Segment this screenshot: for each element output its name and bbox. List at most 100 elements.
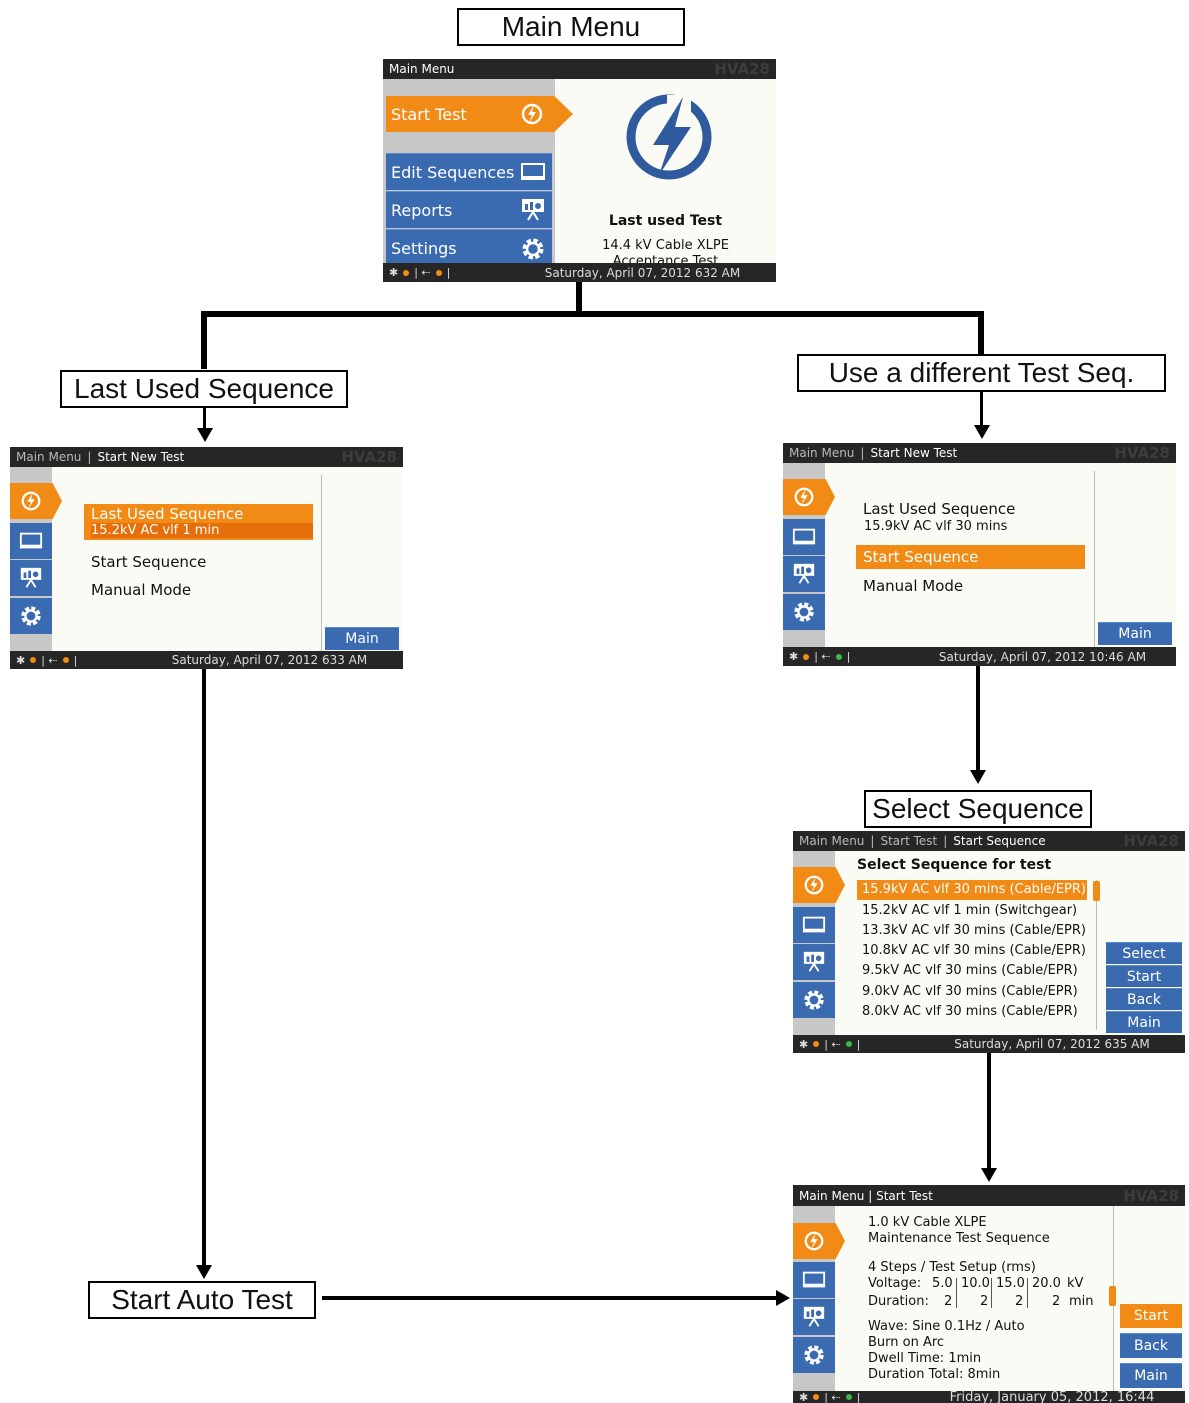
option-start-sequence[interactable]: Start Sequence bbox=[91, 553, 207, 571]
menu-settings[interactable]: Settings bbox=[386, 229, 552, 266]
select-button[interactable]: Select bbox=[1106, 942, 1182, 964]
back-button[interactable]: Back bbox=[1106, 988, 1182, 1010]
sequence-item[interactable]: 9.0kV AC vlf 30 mins (Cable/EPR) bbox=[862, 984, 1078, 999]
last-used-lightning-icon bbox=[623, 91, 715, 183]
gear-icon bbox=[21, 606, 41, 626]
status-bar: ✱ | ⇠ | Friday, January 05, 2012, 16:44 bbox=[793, 1390, 1185, 1403]
start-button[interactable]: Start bbox=[1106, 965, 1182, 987]
sidebar-settings[interactable] bbox=[10, 598, 52, 634]
presentation-chart-icon bbox=[20, 567, 42, 588]
brand-logo: HVA28 bbox=[1114, 444, 1170, 462]
brand-logo: HVA28 bbox=[341, 448, 397, 466]
label-main-menu: Main Menu bbox=[457, 8, 685, 46]
duration-value: 2 bbox=[944, 1294, 953, 1309]
lightning-icon bbox=[21, 491, 41, 511]
arrowhead bbox=[974, 425, 990, 439]
screen-main-menu: Main Menu HVA28 Start Test Edit Sequence… bbox=[383, 59, 776, 282]
datetime: Saturday, April 07, 2012 10:46 AM bbox=[938, 649, 1147, 664]
scrollbar-thumb[interactable] bbox=[1093, 881, 1100, 901]
sidebar-settings[interactable] bbox=[783, 594, 825, 630]
sidebar-start-test[interactable] bbox=[10, 483, 62, 519]
lightning-icon bbox=[520, 102, 544, 126]
option-start-sequence[interactable]: Start Sequence bbox=[856, 545, 1085, 569]
option-manual-mode[interactable]: Manual Mode bbox=[863, 577, 964, 595]
sidebar-edit-sequences[interactable] bbox=[783, 519, 825, 555]
monitor-icon bbox=[520, 163, 546, 181]
sidebar-reports[interactable] bbox=[793, 944, 835, 980]
sequence-item-selected[interactable] bbox=[857, 880, 1087, 900]
sequence-item[interactable]: 8.0kV AC vlf 30 mins (Cable/EPR) bbox=[862, 1004, 1078, 1019]
breadcrumb-start-test[interactable]: Start Test bbox=[880, 834, 938, 848]
dwell-info: Dwell Time: 1min bbox=[868, 1351, 982, 1366]
sidebar-edit-sequences[interactable] bbox=[793, 1262, 835, 1298]
breadcrumb-main-menu[interactable]: Main Menu bbox=[799, 834, 865, 848]
sequence-item[interactable]: 15.9kV AC vlf 30 mins (Cable/EPR) bbox=[862, 882, 1086, 897]
sequence-item[interactable]: 9.5kV AC vlf 30 mins (Cable/EPR) bbox=[862, 963, 1078, 978]
total-info: Duration Total: 8min bbox=[868, 1367, 1001, 1382]
sequence-item[interactable]: 10.8kV AC vlf 30 mins (Cable/EPR) bbox=[862, 943, 1086, 958]
main-button[interactable]: Main bbox=[1120, 1363, 1182, 1388]
label-select-sequence: Select Sequence bbox=[864, 790, 1092, 828]
screen-auto-test: Main Menu | Start Test HVA28 1.0 kV Cabl… bbox=[793, 1185, 1185, 1403]
sidebar-start-test[interactable] bbox=[793, 867, 845, 903]
status-dot bbox=[803, 653, 810, 660]
menu-label: Reports bbox=[391, 200, 453, 220]
arrowhead bbox=[970, 770, 986, 784]
connector-select-screen-down bbox=[987, 1053, 991, 1169]
test-type: Maintenance Test Sequence bbox=[868, 1231, 1050, 1246]
screen-different-sequence: Main Menu | Start New Test HVA28 Last Us… bbox=[783, 443, 1176, 666]
connector-main-down bbox=[576, 281, 582, 315]
connector-diff-screen-down bbox=[976, 666, 980, 772]
last-used-title: Last used Test bbox=[608, 213, 723, 229]
sidebar-reports[interactable] bbox=[793, 1299, 835, 1335]
duration-value: 2 bbox=[1015, 1294, 1024, 1309]
voltage-value: 10.0 bbox=[961, 1276, 990, 1291]
datetime: Saturday, April 07, 2012 633 AM bbox=[171, 653, 368, 667]
sequence-item[interactable]: 15.2kV AC vlf 1 min (Switchgear) bbox=[862, 903, 1078, 918]
sidebar-edit-sequences[interactable] bbox=[793, 907, 835, 943]
connector-right-down bbox=[978, 311, 984, 355]
status-dot bbox=[845, 1394, 852, 1400]
breadcrumb-main-menu[interactable]: Main Menu bbox=[789, 446, 855, 460]
main-button[interactable]: Main bbox=[325, 627, 399, 650]
scrollbar[interactable] bbox=[1096, 880, 1097, 1030]
voltage-value: 15.0 bbox=[996, 1276, 1025, 1291]
back-button[interactable]: Back bbox=[1120, 1333, 1182, 1358]
status-dot bbox=[435, 269, 442, 276]
status-dot bbox=[403, 269, 410, 276]
sequence-item[interactable]: 13.3kV AC vlf 30 mins (Cable/EPR) bbox=[862, 923, 1086, 938]
label-start-auto-test: Start Auto Test bbox=[88, 1281, 316, 1319]
option-last-used-sequence[interactable]: Last Used Sequence bbox=[863, 500, 1016, 518]
screen-last-used: Main Menu | Start New Test HVA28 Last Us… bbox=[10, 447, 403, 669]
sidebar-start-test[interactable] bbox=[783, 479, 835, 515]
breadcrumb-main-menu[interactable]: Main Menu bbox=[16, 450, 82, 464]
option-last-used-sequence[interactable]: Last Used Sequence 15.2kV AC vlf 1 min bbox=[84, 504, 313, 540]
start-button[interactable]: Start bbox=[1120, 1304, 1182, 1328]
sidebar-settings[interactable] bbox=[793, 1337, 835, 1373]
scrollbar-thumb[interactable] bbox=[1109, 1286, 1116, 1306]
connector-last-label-down bbox=[203, 407, 206, 429]
menu-start-test[interactable]: Start Test bbox=[386, 96, 573, 132]
menu-label: Settings bbox=[391, 238, 457, 258]
sidebar-reports[interactable] bbox=[10, 560, 52, 596]
label-last-used-sequence: Last Used Sequence bbox=[60, 370, 348, 408]
menu-edit-sequences[interactable]: Edit Sequences bbox=[386, 153, 552, 190]
arrowhead bbox=[981, 1168, 997, 1182]
title-bar: Main Menu | Start Test HVA28 bbox=[793, 1185, 1185, 1206]
status-bar: ✱ | ⇠ | Saturday, April 07, 2012 10:46 A… bbox=[783, 647, 1176, 666]
brand-logo: HVA28 bbox=[714, 60, 770, 78]
breadcrumb: Main Menu | Start Test bbox=[799, 1188, 933, 1203]
sidebar-edit-sequences[interactable] bbox=[10, 523, 52, 559]
option-last-used-subtitle: 15.9kV AC vlf 30 mins bbox=[864, 519, 1008, 534]
steps-info: 4 Steps / Test Setup (rms) bbox=[868, 1260, 1036, 1275]
status-dot bbox=[30, 657, 37, 663]
main-button[interactable]: Main bbox=[1098, 622, 1172, 645]
sidebar-start-test[interactable] bbox=[793, 1223, 845, 1259]
sidebar-reports[interactable] bbox=[783, 556, 825, 592]
sidebar-settings[interactable] bbox=[793, 982, 835, 1018]
option-manual-mode[interactable]: Manual Mode bbox=[91, 581, 192, 599]
main-button[interactable]: Main bbox=[1106, 1011, 1182, 1033]
menu-reports[interactable]: Reports bbox=[386, 191, 552, 228]
status-dot bbox=[845, 1041, 852, 1047]
gear-icon bbox=[804, 990, 824, 1010]
